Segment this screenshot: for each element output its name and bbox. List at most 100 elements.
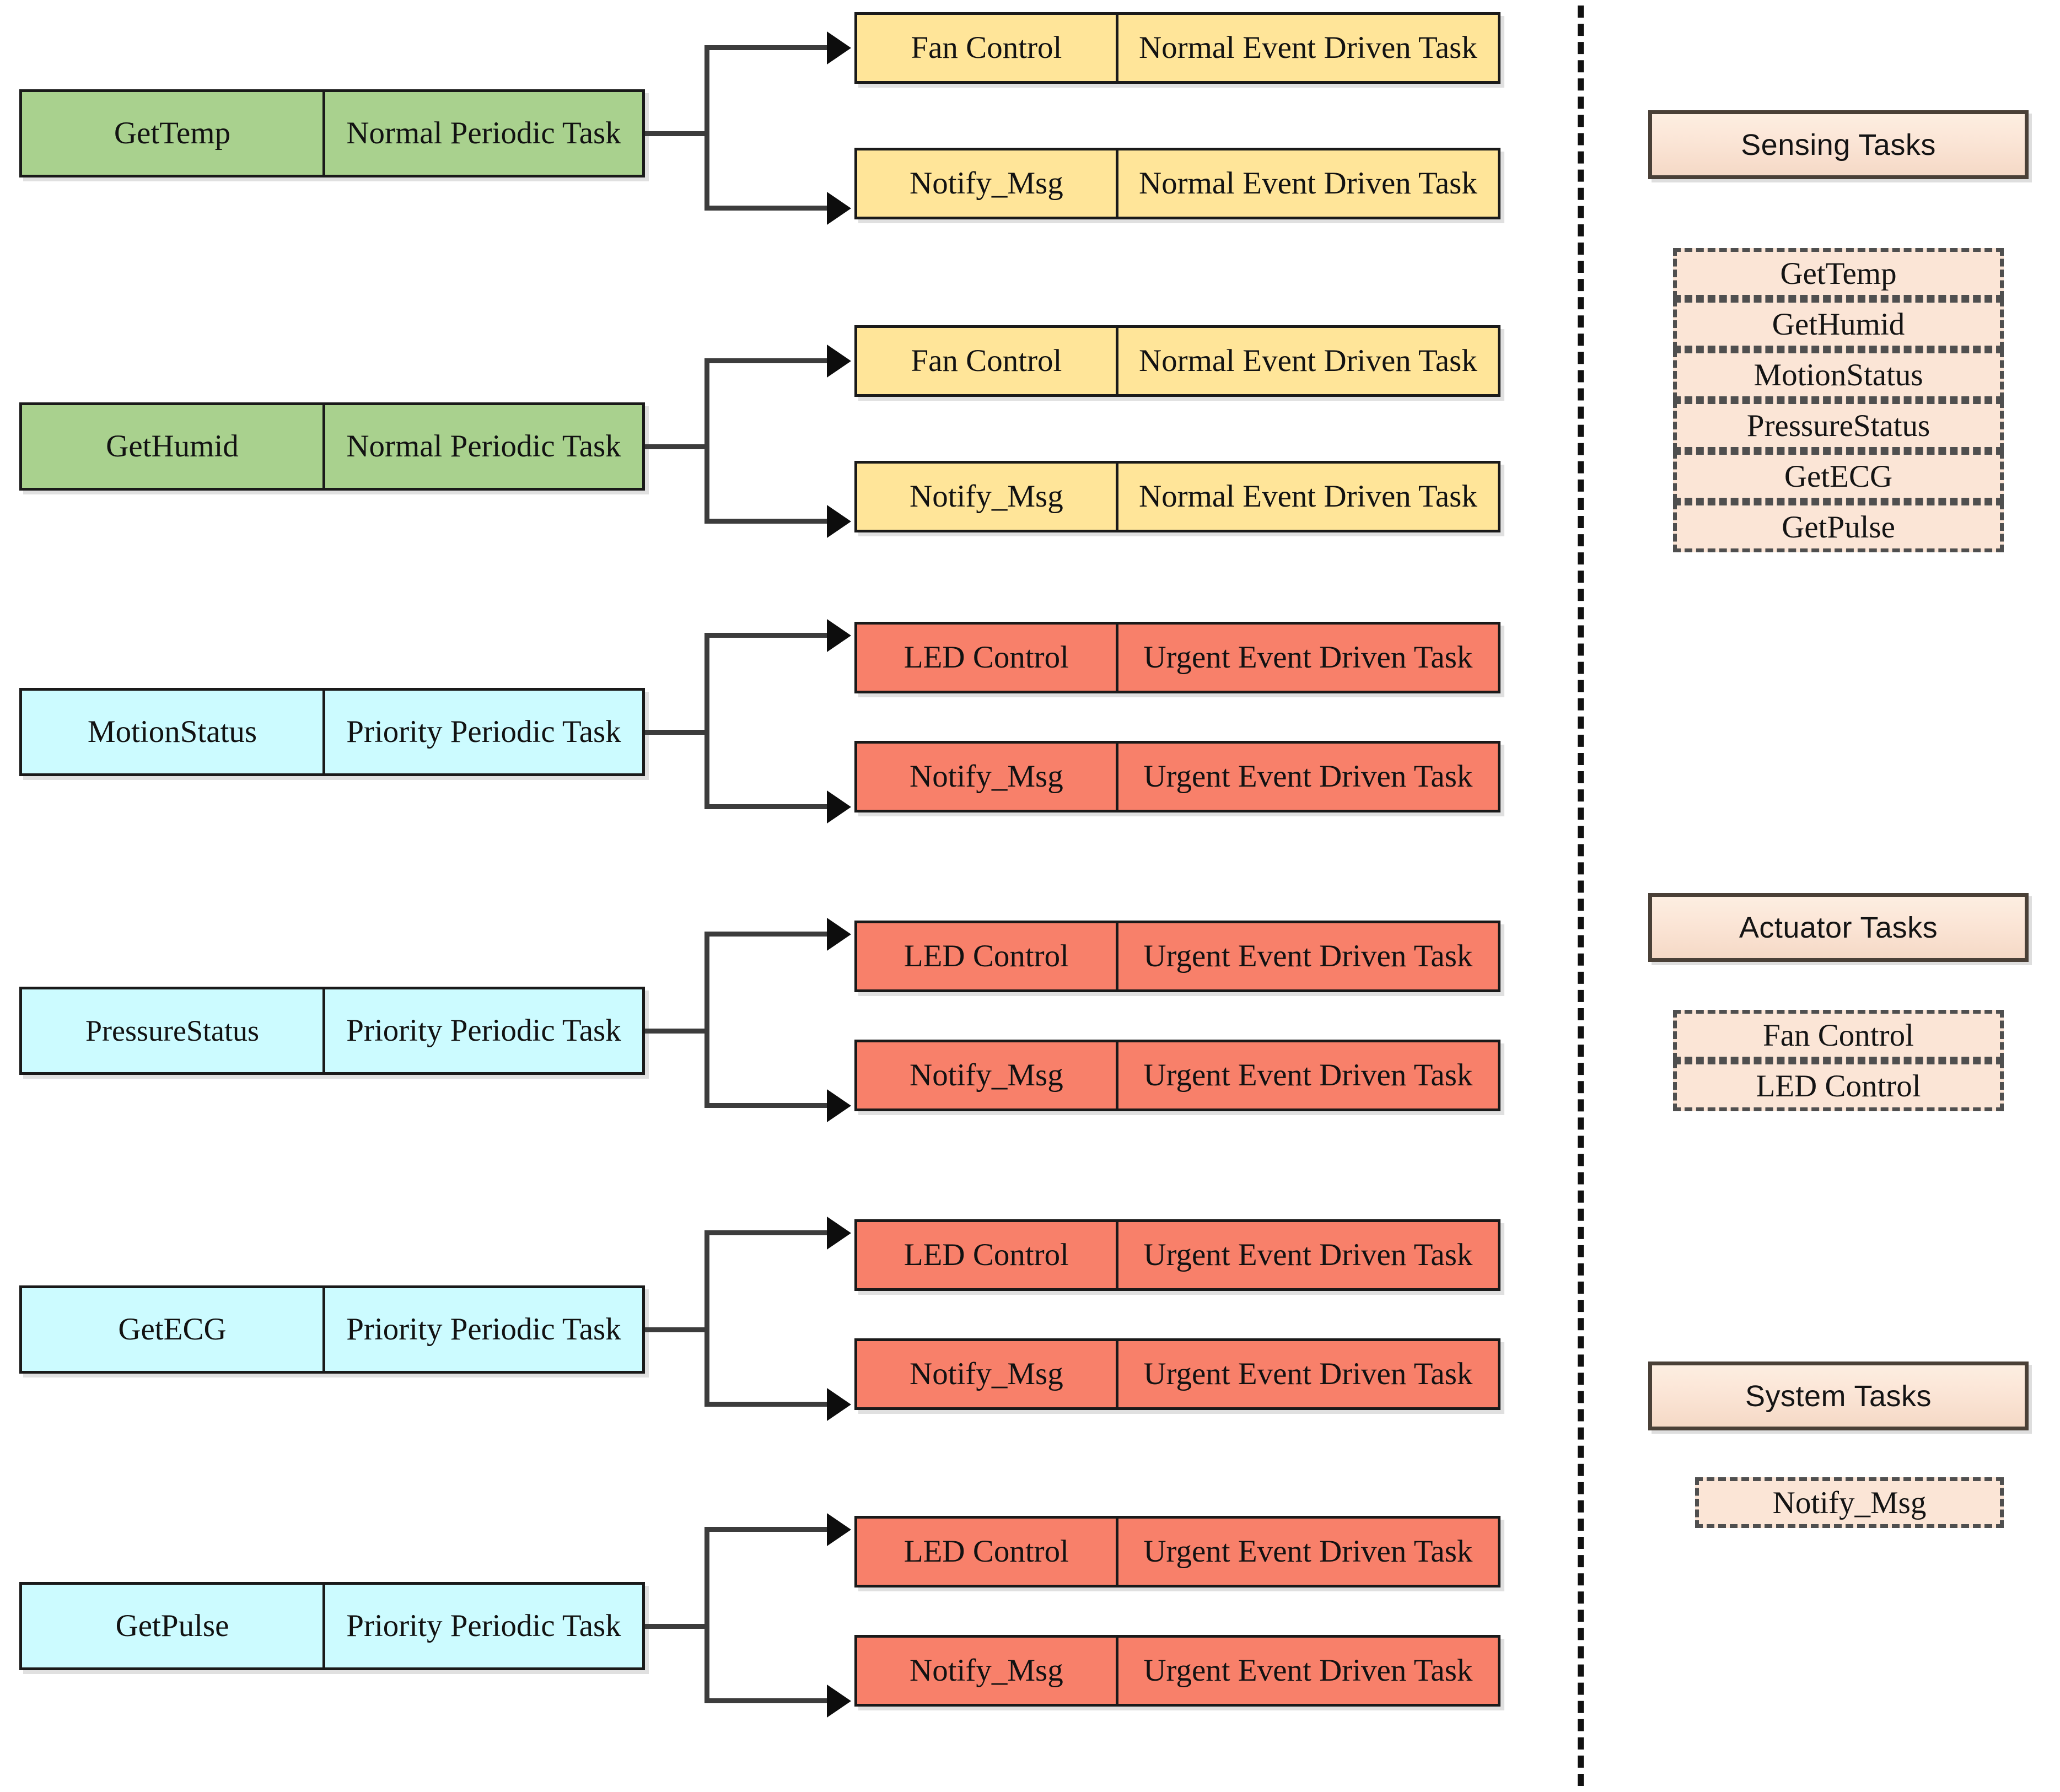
legend-item-notify-msg[interactable]: Notify_Msg bbox=[1695, 1477, 2004, 1528]
target-task-notify-msg-row3[interactable]: Notify_Msg Urgent Event Driven Task bbox=[854, 741, 1500, 812]
source-task-gettemp[interactable]: GetTemp Normal Periodic Task bbox=[19, 89, 645, 177]
source-task-name: GetPulse bbox=[22, 1585, 325, 1667]
source-task-type: Priority Periodic Task bbox=[325, 691, 642, 773]
connector-stub-row6 bbox=[645, 1624, 708, 1629]
legend-item-pressurestatus[interactable]: PressureStatus bbox=[1673, 400, 2004, 451]
target-task-fan-control-row1[interactable]: Fan Control Normal Event Driven Task bbox=[854, 12, 1500, 84]
source-task-type: Priority Periodic Task bbox=[325, 1288, 642, 1371]
source-task-name: GetHumid bbox=[22, 405, 325, 488]
target-task-name: Fan Control bbox=[857, 328, 1118, 394]
connector-arm-row4-top bbox=[704, 932, 832, 937]
connector-arm-row2-top bbox=[704, 358, 832, 363]
connector-vertical-row4 bbox=[704, 932, 709, 1108]
source-task-getpulse[interactable]: GetPulse Priority Periodic Task bbox=[19, 1582, 645, 1670]
connector-arm-row1-bottom bbox=[704, 206, 832, 211]
target-task-name: Notify_Msg bbox=[857, 744, 1118, 810]
connector-arm-row1-top bbox=[704, 45, 832, 50]
target-task-led-control-row3[interactable]: LED Control Urgent Event Driven Task bbox=[854, 622, 1500, 693]
target-task-type: Urgent Event Driven Task bbox=[1118, 1519, 1498, 1585]
target-task-name: Fan Control bbox=[857, 15, 1118, 81]
target-task-type: Urgent Event Driven Task bbox=[1118, 923, 1498, 989]
target-task-notify-msg-row2[interactable]: Notify_Msg Normal Event Driven Task bbox=[854, 461, 1500, 532]
target-task-notify-msg-row1[interactable]: Notify_Msg Normal Event Driven Task bbox=[854, 148, 1500, 219]
target-task-name: LED Control bbox=[857, 923, 1118, 989]
legend-header-actuator-tasks: Actuator Tasks bbox=[1648, 893, 2029, 962]
vertical-dashed-separator bbox=[1578, 6, 1584, 1786]
connector-arm-row5-bottom bbox=[704, 1402, 832, 1407]
source-task-name: PressureStatus bbox=[22, 989, 325, 1072]
legend-item-getecg[interactable]: GetECG bbox=[1673, 451, 2004, 502]
connector-arm-row3-top bbox=[704, 633, 832, 638]
target-task-name: Notify_Msg bbox=[857, 464, 1118, 530]
connector-arm-row6-top bbox=[704, 1527, 832, 1532]
connector-vertical-row2 bbox=[704, 358, 709, 524]
connector-vertical-row5 bbox=[704, 1230, 709, 1407]
connector-arm-row6-bottom bbox=[704, 1698, 832, 1703]
arrow-head-icon bbox=[827, 790, 851, 824]
arrow-head-icon bbox=[827, 505, 851, 538]
arrow-head-icon bbox=[827, 31, 851, 64]
target-task-name: LED Control bbox=[857, 625, 1118, 691]
arrow-head-icon bbox=[827, 1217, 851, 1250]
connector-stub-row1 bbox=[645, 131, 708, 136]
target-task-type: Urgent Event Driven Task bbox=[1118, 1042, 1498, 1108]
target-task-type: Urgent Event Driven Task bbox=[1118, 1638, 1498, 1704]
target-task-name: LED Control bbox=[857, 1519, 1118, 1585]
source-task-getecg[interactable]: GetECG Priority Periodic Task bbox=[19, 1285, 645, 1374]
source-task-gethumid[interactable]: GetHumid Normal Periodic Task bbox=[19, 402, 645, 491]
source-task-name: GetTemp bbox=[22, 92, 325, 175]
target-task-name: Notify_Msg bbox=[857, 150, 1118, 217]
legend-item-motionstatus[interactable]: MotionStatus bbox=[1673, 349, 2004, 400]
target-task-fan-control-row2[interactable]: Fan Control Normal Event Driven Task bbox=[854, 325, 1500, 397]
target-task-type: Urgent Event Driven Task bbox=[1118, 625, 1498, 691]
connector-vertical-row6 bbox=[704, 1527, 709, 1703]
target-task-notify-msg-row4[interactable]: Notify_Msg Urgent Event Driven Task bbox=[854, 1040, 1500, 1111]
arrow-head-icon bbox=[827, 192, 851, 225]
source-task-motionstatus[interactable]: MotionStatus Priority Periodic Task bbox=[19, 688, 645, 776]
arrow-head-icon bbox=[827, 619, 851, 652]
connector-stub-row4 bbox=[645, 1029, 708, 1034]
legend-item-getpulse[interactable]: GetPulse bbox=[1673, 502, 2004, 552]
target-task-type: Normal Event Driven Task bbox=[1118, 328, 1498, 394]
target-task-name: Notify_Msg bbox=[857, 1638, 1118, 1704]
target-task-type: Normal Event Driven Task bbox=[1118, 15, 1498, 81]
connector-vertical-row3 bbox=[704, 633, 709, 809]
target-task-type: Normal Event Driven Task bbox=[1118, 464, 1498, 530]
source-task-type: Priority Periodic Task bbox=[325, 1585, 642, 1667]
arrow-head-icon bbox=[827, 1089, 851, 1122]
arrow-head-icon bbox=[827, 345, 851, 378]
source-task-type: Normal Periodic Task bbox=[325, 405, 642, 488]
target-task-type: Normal Event Driven Task bbox=[1118, 150, 1498, 217]
connector-arm-row5-top bbox=[704, 1230, 832, 1235]
source-task-type: Normal Periodic Task bbox=[325, 92, 642, 175]
connector-stub-row5 bbox=[645, 1327, 708, 1332]
source-task-name: GetECG bbox=[22, 1288, 325, 1371]
legend-item-fan-control[interactable]: Fan Control bbox=[1673, 1010, 2004, 1061]
target-task-name: LED Control bbox=[857, 1222, 1118, 1288]
legend-item-led-control[interactable]: LED Control bbox=[1673, 1061, 2004, 1111]
target-task-notify-msg-row6[interactable]: Notify_Msg Urgent Event Driven Task bbox=[854, 1635, 1500, 1707]
arrow-head-icon bbox=[827, 1388, 851, 1421]
connector-arm-row2-bottom bbox=[704, 519, 832, 524]
target-task-type: Urgent Event Driven Task bbox=[1118, 1341, 1498, 1407]
source-task-pressurestatus[interactable]: PressureStatus Priority Periodic Task bbox=[19, 987, 645, 1075]
target-task-name: Notify_Msg bbox=[857, 1042, 1118, 1108]
connector-stub-row2 bbox=[645, 444, 708, 449]
legend-header-sensing-tasks: Sensing Tasks bbox=[1648, 110, 2029, 179]
target-task-notify-msg-row5[interactable]: Notify_Msg Urgent Event Driven Task bbox=[854, 1338, 1500, 1410]
target-task-name: Notify_Msg bbox=[857, 1341, 1118, 1407]
legend-item-gethumid[interactable]: GetHumid bbox=[1673, 299, 2004, 349]
legend-item-gettemp[interactable]: GetTemp bbox=[1673, 248, 2004, 299]
arrow-head-icon bbox=[827, 918, 851, 951]
target-task-type: Urgent Event Driven Task bbox=[1118, 744, 1498, 810]
source-task-name: MotionStatus bbox=[22, 691, 325, 773]
target-task-led-control-row4[interactable]: LED Control Urgent Event Driven Task bbox=[854, 921, 1500, 992]
arrow-head-icon bbox=[827, 1685, 851, 1718]
source-task-type: Priority Periodic Task bbox=[325, 989, 642, 1072]
arrow-head-icon bbox=[827, 1513, 851, 1546]
target-task-led-control-row5[interactable]: LED Control Urgent Event Driven Task bbox=[854, 1219, 1500, 1291]
connector-stub-row3 bbox=[645, 730, 708, 735]
legend-header-system-tasks: System Tasks bbox=[1648, 1362, 2029, 1430]
target-task-led-control-row6[interactable]: LED Control Urgent Event Driven Task bbox=[854, 1516, 1500, 1587]
